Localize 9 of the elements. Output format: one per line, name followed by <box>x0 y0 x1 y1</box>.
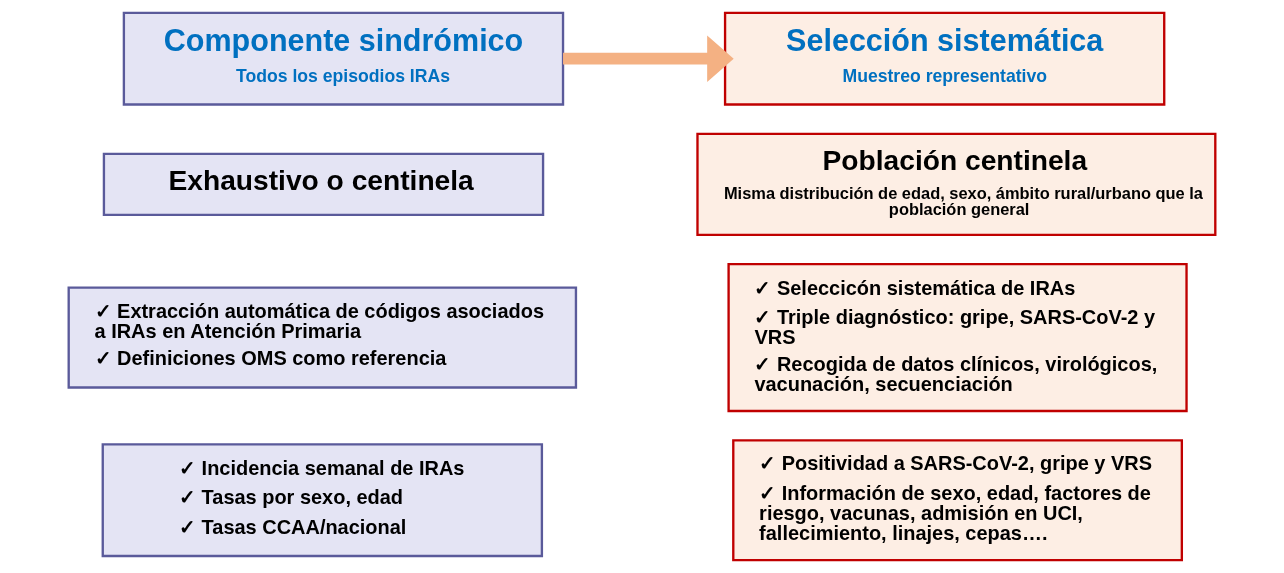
node-box: ✓ Extracción automática de códigos asociados a IRAs en Atención Primaria ✓ Definiciones OMS como referencia <box>67 286 578 389</box>
node-box: Exhaustivo o centinela <box>102 152 545 217</box>
node-box: Selección sistemática Muestreo representativo <box>723 11 1166 106</box>
node-box: ✓ Seleccicón sistemática de IRAs ✓ Triple diagnóstico: gripe, SARS-CoV-2 y VRS ✓ Recogida de datos clínicos, virológicos, vacunación, secuenciación <box>727 263 1188 413</box>
node-box: Población centinela Misma distribución de edad, sexo, ámbito rural/urbano que la población general <box>696 132 1217 236</box>
node-box: ✓ Incidencia semanal de IRAs ✓ Tasas por sexo, edad ✓ Tasas CCAA/nacional <box>101 443 544 558</box>
arrow <box>563 35 734 82</box>
node-box: ✓ Positividad a SARS-CoV-2, gripe y VRS ✓ Información de sexo, edad, factores de riesgo, vacunas, admisión en UCI, fallecimiento, linajes, cepas…. <box>732 439 1183 562</box>
node-box: Componente sindrómico Todos los episodios IRAs <box>122 11 565 106</box>
